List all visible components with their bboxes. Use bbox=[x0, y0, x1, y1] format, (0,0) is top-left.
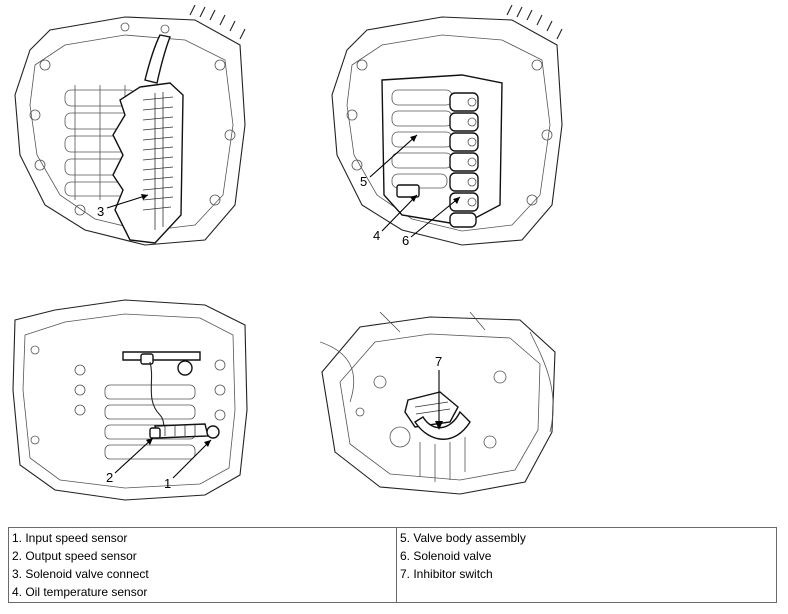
callout-2: 2 bbox=[106, 470, 113, 485]
diagram-solenoid-connector: 3 bbox=[5, 5, 255, 250]
callout-3: 3 bbox=[97, 204, 104, 219]
transmission-drawing-3: 2 1 bbox=[12, 299, 248, 501]
legend-item-valve-body-assembly: 5. Valve body assembly bbox=[400, 531, 526, 545]
callout-4: 4 bbox=[373, 228, 380, 243]
legend-item-output-speed-sensor: 2. Output speed sensor bbox=[12, 549, 137, 563]
diagram-inhibitor-switch: 7 bbox=[320, 312, 560, 497]
legend-item-solenoid-valve: 6. Solenoid valve bbox=[400, 549, 492, 563]
transmission-drawing-2: 5 4 6 bbox=[331, 5, 563, 248]
legend-item-input-speed-sensor: 1. Input speed sensor bbox=[12, 531, 128, 545]
legend-table: 1. Input speed sensor 2. Output speed se… bbox=[8, 527, 777, 603]
callout-1: 1 bbox=[164, 476, 171, 491]
legend-item-oil-temperature-sensor: 4. Oil temperature sensor bbox=[12, 585, 148, 599]
callout-6: 6 bbox=[402, 233, 409, 248]
callout-5: 5 bbox=[360, 174, 367, 189]
transmission-drawing-4: 7 bbox=[320, 312, 556, 495]
callout-7: 7 bbox=[435, 354, 442, 369]
legend-right-column: 5. Valve body assembly 6. Solenoid valve… bbox=[396, 527, 777, 603]
legend-item-solenoid-valve-connect: 3. Solenoid valve connect bbox=[12, 567, 149, 581]
legend-left-column: 1. Input speed sensor 2. Output speed se… bbox=[8, 527, 397, 603]
diagram-speed-sensors: 2 1 bbox=[5, 290, 255, 505]
transmission-drawing-1: 3 bbox=[14, 5, 246, 246]
legend-item-inhibitor-switch: 7. Inhibitor switch bbox=[400, 567, 493, 581]
diagram-valve-body: 5 4 6 bbox=[322, 5, 572, 255]
